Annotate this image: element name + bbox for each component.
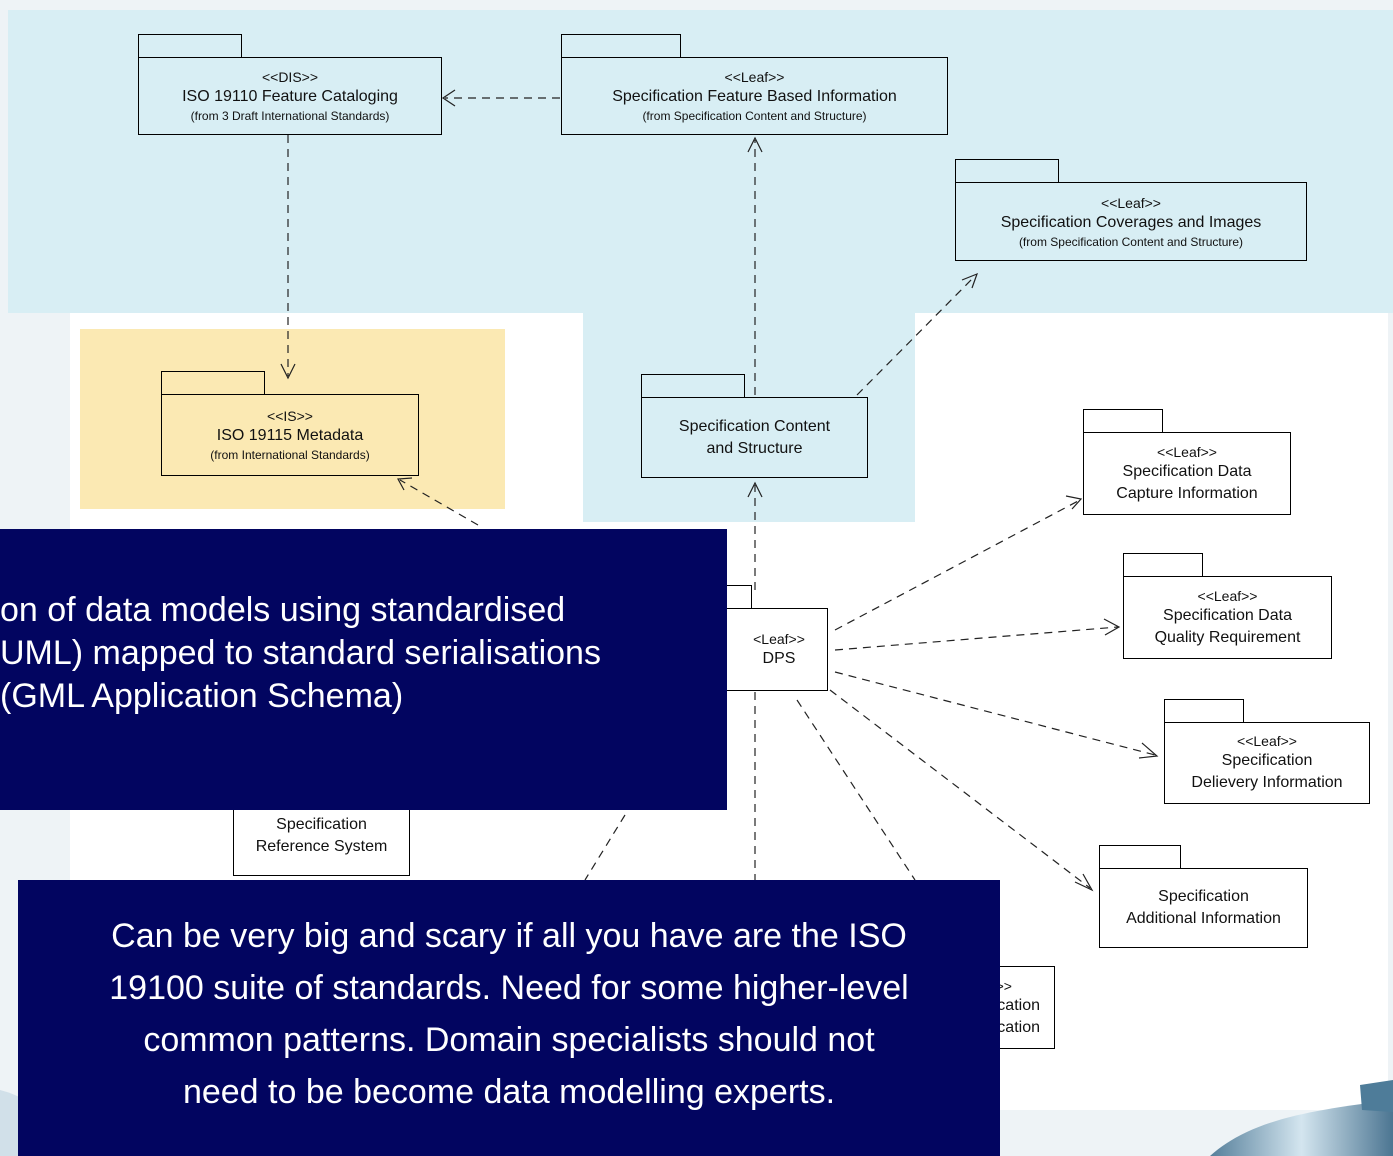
package-origin: (from 3 Draft International Standards): [190, 109, 390, 123]
package-body: <<Leaf>> Specification Coverages and Ima…: [955, 182, 1307, 261]
package-content-and-structure[interactable]: Specification Content and Structure: [641, 374, 868, 478]
package-name-line1: ication: [993, 996, 1040, 1014]
package-name-line1: Specification: [276, 816, 367, 833]
content-structure-highlight-region: [583, 313, 915, 522]
package-name: DPS: [762, 649, 796, 667]
package-body: <<DIS>> ISO 19110 Feature Cataloging (fr…: [138, 57, 442, 135]
water-decoration: [1210, 1100, 1393, 1156]
overlay-complexity-note: Can be very big and scary if all you hav…: [18, 880, 1000, 1156]
package-name: ISO 19110 Feature Cataloging: [182, 88, 398, 105]
package-dps[interactable]: <Leaf>> DPS: [690, 585, 828, 691]
package-body: <Leaf>> DPS: [690, 608, 828, 691]
overlay-line: 19100 suite of standards. Need for some …: [109, 969, 909, 1007]
package-name-line2: and Structure: [706, 439, 803, 457]
package-stereotype: <<Leaf>>: [1157, 443, 1217, 460]
dep-dps-to-partial: [796, 699, 916, 881]
arrowhead-coverages: [961, 272, 979, 289]
package-tab: [955, 159, 1059, 183]
package-name-line2: Additional Information: [1126, 910, 1281, 927]
package-name-line1: Specification Content: [678, 417, 831, 435]
overlay-line: UML) mapped to standard serialisations: [0, 634, 601, 672]
package-name-line2: Reference System: [255, 838, 388, 855]
package-iso-19115-metadata[interactable]: <<IS>> ISO 19115 Metadata (from Internat…: [161, 371, 419, 476]
package-tab: [1099, 845, 1181, 869]
package-coverages-and-images[interactable]: <<Leaf>> Specification Coverages and Ima…: [955, 159, 1307, 261]
package-name-line2: Quality Requirement: [1154, 628, 1301, 646]
arrowhead-metadata-lower: [397, 477, 413, 491]
overlay-data-models-note: on of data models using standardised UML…: [0, 529, 727, 810]
package-body: <<Leaf>> Specification Feature Based Inf…: [561, 57, 948, 135]
arrowhead-dataquality: [1103, 618, 1121, 636]
package-tab: [138, 34, 242, 58]
overlay-line: need to be become data modelling experts…: [182, 1073, 836, 1111]
arrowhead-additional: [1074, 873, 1094, 892]
package-stereotype: <Leaf>>: [753, 630, 805, 647]
package-body: Specification Additional Information: [1099, 868, 1308, 948]
metadata-highlight-region: [80, 329, 505, 509]
arrowhead-featurebased: [747, 136, 763, 153]
package-body: <<IS>> ISO 19115 Metadata (from Internat…: [161, 394, 419, 476]
package-name: Specification Feature Based Information: [612, 88, 897, 105]
overlay-line: Can be very big and scary if all you hav…: [111, 917, 907, 955]
package-name: Specification Coverages and Images: [1000, 213, 1262, 231]
package-delivery-information[interactable]: <<Leaf>> Specification Delievery Informa…: [1164, 699, 1370, 804]
overlay-line: common patterns. Domain specialists shou…: [143, 1021, 875, 1059]
package-feature-based-information[interactable]: <<Leaf>> Specification Feature Based Inf…: [561, 34, 948, 135]
package-body: <<Leaf>> Specification Data Capture Info…: [1083, 432, 1291, 515]
package-data-quality-requirement[interactable]: <<Leaf>> Specification Data Quality Requ…: [1123, 553, 1332, 659]
package-origin: (from International Standards): [210, 448, 370, 462]
package-name-line2: Capture Information: [1116, 484, 1258, 502]
dep-dps-to-dataquality: [834, 626, 1119, 651]
package-name-line1: Specification Data: [1122, 462, 1252, 480]
overlay-line: (GML Application Schema): [0, 677, 404, 715]
dep-dps-to-metadata: [399, 479, 479, 526]
dep-dps-to-datacapture: [834, 499, 1081, 631]
package-name-line2: Delievery Information: [1191, 774, 1343, 791]
package-body: Specification Content and Structure: [641, 397, 868, 478]
arrowhead-content: [747, 481, 763, 498]
package-stereotype: <<Leaf>>: [1237, 733, 1297, 749]
package-body: <<Leaf>> Specification Delievery Informa…: [1164, 722, 1370, 804]
package-feature-cataloging[interactable]: <<DIS>> ISO 19110 Feature Cataloging (fr…: [138, 34, 442, 135]
dependency-arrows: [287, 97, 1156, 889]
package-body: <<Leaf>> Specification Data Quality Requ…: [1123, 576, 1332, 659]
package-tab: [561, 34, 681, 58]
arrow-heads: [280, 89, 1159, 892]
package-name-line2: ication: [993, 1018, 1040, 1036]
package-name-line1: Specification: [1158, 888, 1249, 905]
arrowhead-delivery: [1138, 742, 1159, 759]
package-data-capture-information[interactable]: <<Leaf>> Specification Data Capture Info…: [1083, 409, 1291, 515]
package-tab: [641, 374, 745, 398]
package-origin: (from Specification Content and Structur…: [642, 109, 867, 123]
arrowhead-cataloging: [441, 89, 456, 107]
overlay-line: on of data models using standardised: [0, 591, 566, 629]
package-name: ISO 19115 Metadata: [216, 427, 364, 444]
package-stereotype: <<Leaf>>: [724, 69, 785, 85]
package-stereotype: <<Leaf>>: [1101, 194, 1161, 211]
package-stereotype: <<Leaf>>: [1197, 587, 1258, 604]
package-tab: [1164, 699, 1244, 723]
package-additional-information[interactable]: Specification Additional Information: [1099, 845, 1308, 948]
package-name-line1: Specification: [1221, 752, 1313, 769]
package-origin: (from Specification Content and Structur…: [1018, 234, 1244, 249]
package-name-line1: Specification Data: [1163, 606, 1292, 624]
dep-dps-to-lower-left: [584, 814, 626, 881]
arrowhead-metadata: [280, 363, 296, 380]
dep-dps-to-additional: [829, 689, 1091, 889]
water-decoration-edge: [1360, 1080, 1393, 1112]
package-stereotype: <<DIS>>: [261, 69, 319, 85]
package-tab: [1083, 409, 1163, 433]
top-highlight-region: [8, 10, 1393, 313]
arrowhead-datacapture: [1065, 495, 1083, 510]
package-tab: [161, 371, 265, 395]
package-tab: [1123, 553, 1203, 577]
package-stereotype: <<IS>>: [267, 408, 313, 424]
